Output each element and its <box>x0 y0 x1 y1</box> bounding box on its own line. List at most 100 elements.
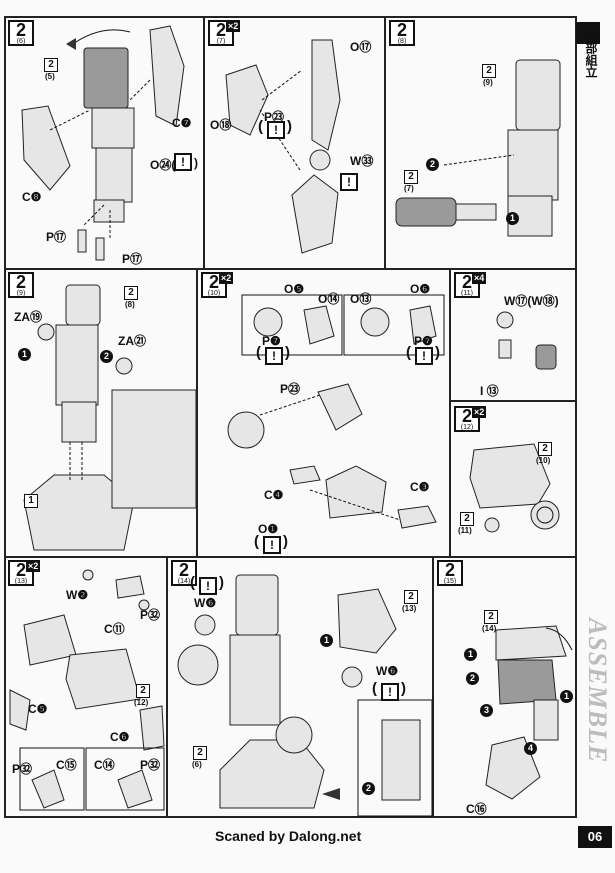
section-title-jp: 腳部組立 <box>584 30 598 78</box>
quantity-badge: ×4 <box>472 272 487 284</box>
step-6-badge: 2(6) <box>8 20 34 46</box>
paren-close: ) <box>219 574 224 591</box>
paren-open: ( <box>256 344 261 361</box>
r1-divider-b <box>384 16 386 268</box>
subassembly-ref-2: 2 <box>460 512 474 526</box>
quantity-badge: ×2 <box>219 272 234 284</box>
warning-icon: ! <box>340 173 358 191</box>
part-label-c5: C❺ <box>28 702 48 716</box>
r3-divider-a <box>166 556 168 818</box>
warning-icon: ! <box>381 683 399 701</box>
part-label-o6: O❻ <box>410 282 431 296</box>
page-number: 06 <box>578 826 612 848</box>
part-label-c7: C❼ <box>172 116 192 130</box>
panel14-art <box>177 574 433 817</box>
part-label-p7-a: P❼ <box>262 334 281 348</box>
subassembly-ref-num: (8) <box>125 300 135 309</box>
subassembly-ref: 2 <box>136 684 150 698</box>
step-sub: (8) <box>397 38 407 45</box>
step-sub: (15) <box>443 578 457 585</box>
panel6-art <box>21 25 185 261</box>
part-label-w2: W❷ <box>66 588 89 602</box>
step-number: 2 <box>178 560 189 580</box>
paren-close: ) <box>435 344 440 361</box>
top-border <box>4 16 577 18</box>
paren-open: ( <box>372 680 377 697</box>
step-sub: (12) <box>460 424 474 431</box>
r2-divider-c <box>449 400 577 402</box>
part-label-c3: C❸ <box>410 480 430 494</box>
part-label-p17-a: P⑰ <box>46 230 67 244</box>
part-label-w33: W㉝ <box>350 154 374 168</box>
sequence-1-icon: 1 <box>506 212 519 225</box>
step-number: 2 <box>15 560 26 580</box>
subassembly-ref-num: (10) <box>536 456 551 465</box>
panel11-art <box>496 311 557 370</box>
panel9-art <box>23 284 197 551</box>
step-sub: (10) <box>207 290 221 297</box>
step-number: 2 <box>396 20 407 40</box>
subassembly-ref-2: 2 <box>193 746 207 760</box>
step-number: 2 <box>461 406 472 426</box>
panel12-art <box>469 443 560 533</box>
r2-divider-a <box>196 268 198 556</box>
subassembly-ref-2-num: (6) <box>192 760 202 769</box>
part-label-c16: C⑯ <box>466 802 487 816</box>
warning-icon: ! <box>199 577 217 595</box>
subassembly-ref-2: 2 <box>404 170 418 184</box>
part-label-o18: O⑱ <box>210 118 232 132</box>
row2-divider <box>4 556 577 558</box>
step-number: 2 <box>15 20 26 40</box>
paren-open: ( <box>190 574 195 591</box>
step-sub: (11) <box>461 290 473 297</box>
part-label-c14: C⑭ <box>94 758 115 772</box>
section-marker <box>576 22 600 44</box>
paren-close: ) <box>283 533 288 550</box>
panel10-art <box>227 294 445 529</box>
section-title: LEG UNIT ASSEMBLE <box>583 618 615 764</box>
subassembly-ref-2-num: (11) <box>458 526 472 535</box>
subassembly-ref: 2 <box>404 590 418 604</box>
warning-icon: ! <box>174 153 192 171</box>
subassembly-ref-num: (12) <box>134 698 149 707</box>
part-label-za21: ZA㉑ <box>118 334 146 348</box>
part-label-o14: O⑭ <box>318 292 340 306</box>
subassembly-ref-2-num: (7) <box>404 184 414 193</box>
part-label-o24: O㉔( <box>150 158 176 172</box>
subassembly-ref-num: (5) <box>45 72 55 81</box>
subassembly-ref-num: (9) <box>483 78 493 87</box>
quantity-badge: ×2 <box>26 560 41 572</box>
paren-close: ) <box>401 680 406 697</box>
step-12-badge: 2(12) <box>454 406 480 432</box>
step-8-badge: 2(8) <box>389 20 415 46</box>
part-label-p17-b: P⑰ <box>122 252 143 266</box>
paren-close: ) <box>285 344 290 361</box>
step-number: 2 <box>215 20 226 40</box>
quantity-badge: ×2 <box>226 20 241 32</box>
step-sub: (9) <box>16 290 26 297</box>
part-label-w6-a: W❻ <box>194 596 217 610</box>
quantity-badge: ×2 <box>472 406 487 418</box>
step-number: 2 <box>208 272 219 292</box>
paren-close: ) <box>287 118 292 135</box>
sequence-1-icon: 1 <box>464 648 477 661</box>
sequence-1-icon: 1 <box>18 348 31 361</box>
part-label-p32-c: P㉜ <box>140 758 161 772</box>
part-label-c6: C❻ <box>110 730 130 744</box>
part-label-p7-b: P❼ <box>414 334 433 348</box>
subassembly-ref: 2 <box>482 64 496 78</box>
part-label-c8: C❽ <box>22 190 42 204</box>
sequence-2-icon: 2 <box>362 782 375 795</box>
part-label-w6-b: W❻ <box>376 664 399 678</box>
part-label-o5: O❺ <box>284 282 305 296</box>
part-label-i13: I ⑬ <box>480 384 499 398</box>
subassembly-ref: 2 <box>484 610 498 624</box>
step-15-badge: 2(15) <box>437 560 463 586</box>
footer-credit: Scaned by Dalong.net <box>215 828 362 844</box>
r3-divider-b <box>432 556 434 818</box>
sequence-1-icon: 1 <box>560 690 573 703</box>
step-9-badge: 2(9) <box>8 272 34 298</box>
part-label-c4: C❹ <box>264 488 284 502</box>
